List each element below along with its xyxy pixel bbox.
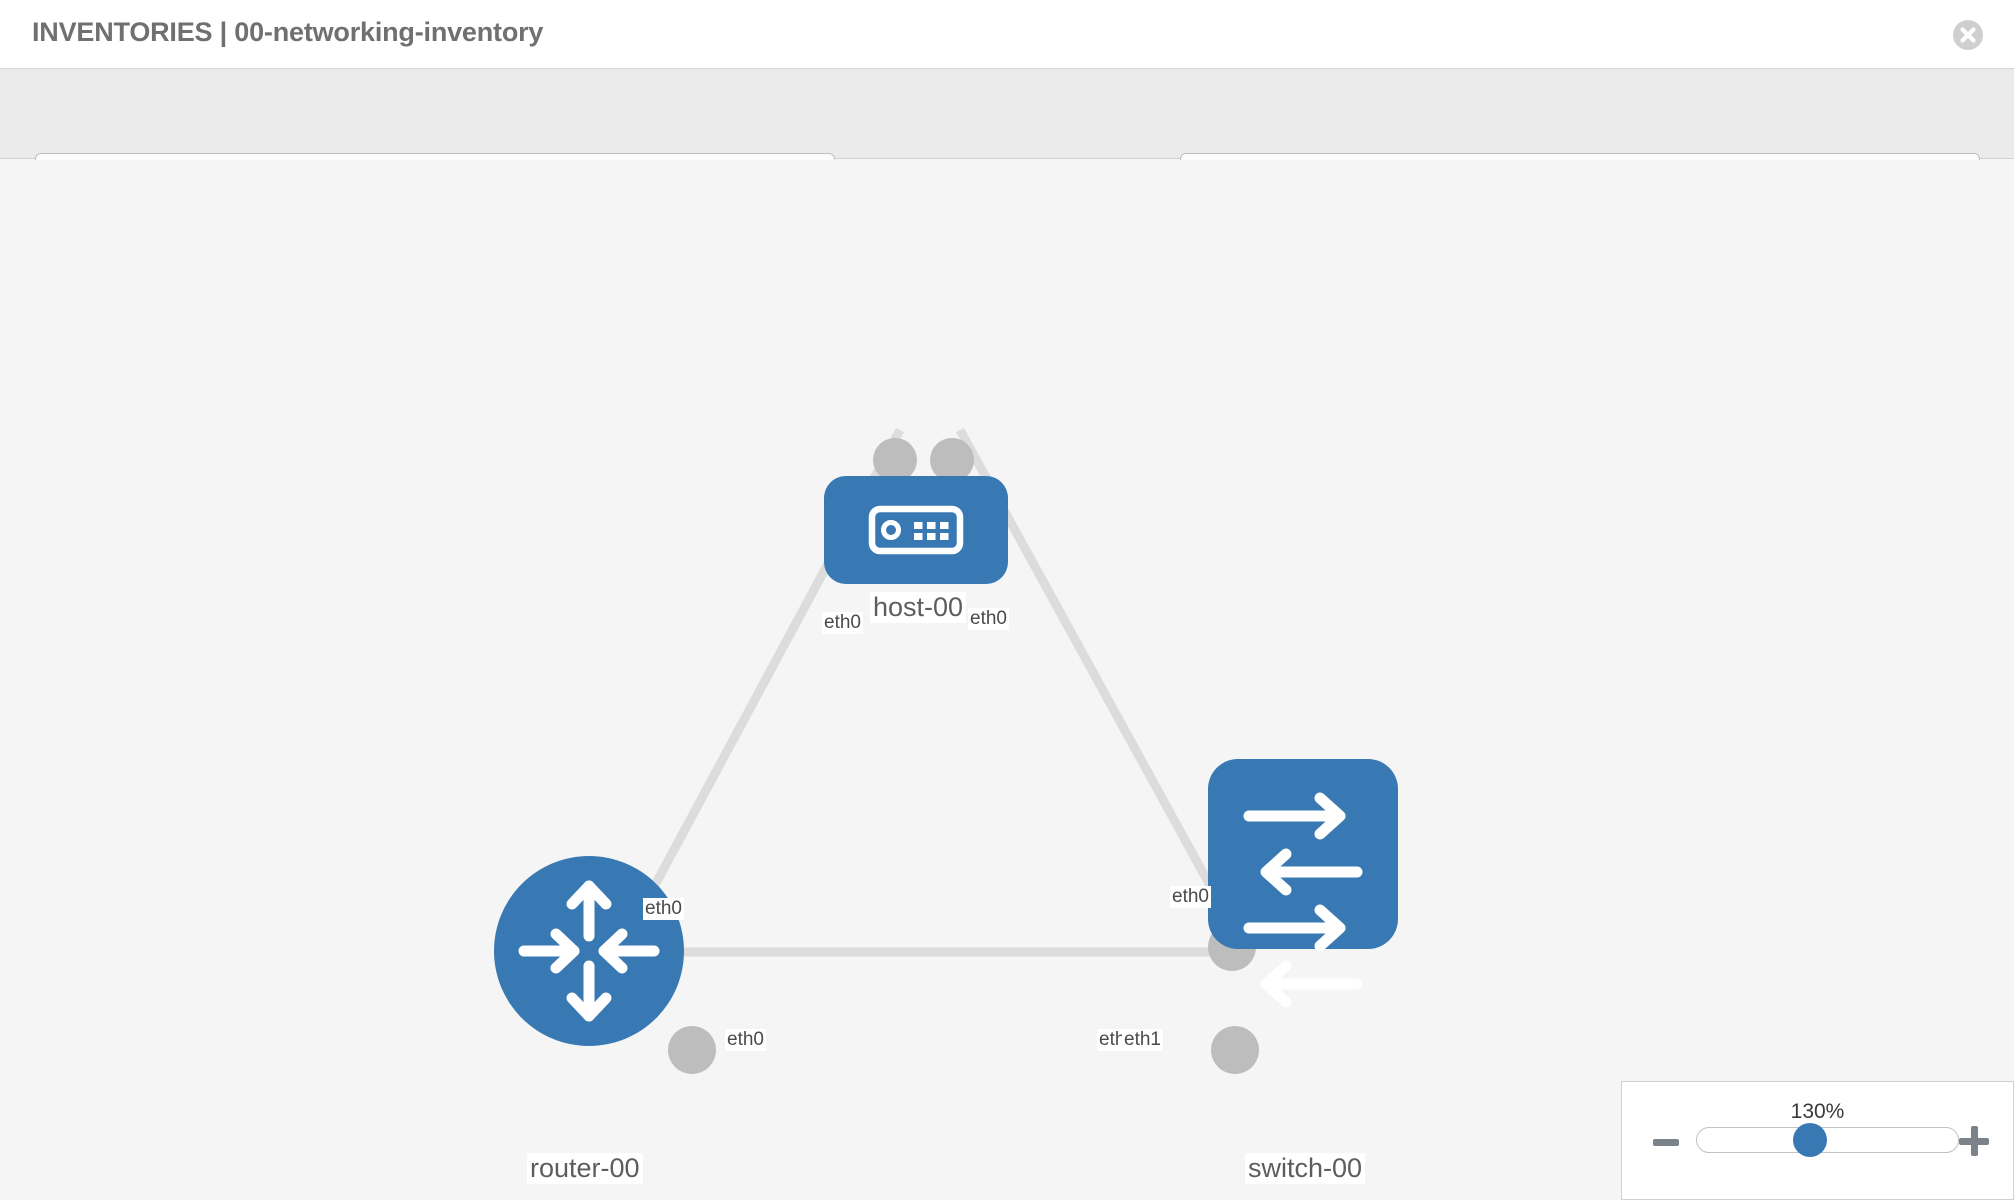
node-host-00[interactable] bbox=[824, 476, 1008, 584]
server-appliance-icon bbox=[868, 505, 964, 555]
zoom-slider-thumb[interactable] bbox=[1793, 1123, 1827, 1157]
node-label-switch-00[interactable]: switch-00 bbox=[1245, 1153, 1366, 1184]
port-label[interactable]: eth0 bbox=[968, 608, 1009, 630]
port-label[interactable]: eth0 bbox=[1170, 886, 1211, 908]
port-dot[interactable] bbox=[1211, 1026, 1259, 1074]
node-router-00[interactable] bbox=[494, 856, 684, 1046]
port-label[interactable]: eth1 bbox=[1122, 1029, 1163, 1051]
router-arrows-icon bbox=[518, 880, 660, 1022]
zoom-slider-track[interactable] bbox=[1696, 1127, 1959, 1153]
port-label[interactable]: eth0 bbox=[822, 612, 863, 634]
zoom-control-panel: 130% bbox=[1621, 1081, 2014, 1200]
port-dot[interactable] bbox=[873, 438, 917, 482]
toolbar: ACTIONS SEARC bbox=[0, 69, 2014, 205]
plus-icon[interactable] bbox=[1959, 1126, 1989, 1156]
port-dot[interactable] bbox=[668, 1026, 716, 1074]
port-label[interactable]: eth0 bbox=[725, 1029, 766, 1051]
node-switch-00[interactable] bbox=[1208, 759, 1398, 1008]
minus-icon[interactable] bbox=[1653, 1139, 1679, 1146]
node-label-router-00[interactable]: router-00 bbox=[527, 1153, 643, 1184]
port-label[interactable]: eth0 bbox=[643, 898, 684, 920]
page-header: INVENTORIES | 00-networking-inventory bbox=[0, 0, 2014, 69]
page-title: INVENTORIES | 00-networking-inventory bbox=[32, 17, 544, 47]
topology-graph bbox=[494, 427, 1398, 1074]
zoom-level-value: 130% bbox=[1790, 1100, 1845, 1123]
node-label-host-00[interactable]: host-00 bbox=[870, 592, 967, 623]
switch-arrows-icon bbox=[1243, 792, 1363, 1008]
close-circle-icon[interactable] bbox=[1952, 19, 1984, 51]
port-dot[interactable] bbox=[930, 438, 974, 482]
topology-canvas[interactable]: host-00 router-00 switch-00 eth0 eth0 et… bbox=[0, 160, 2014, 1200]
